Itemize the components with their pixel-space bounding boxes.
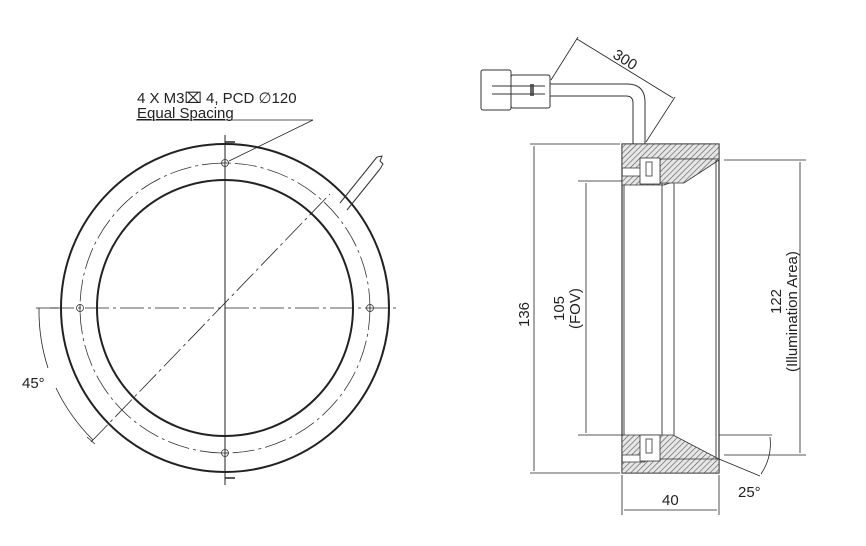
hole-note: 4 X M3⌧ 4, PCD ∅120 [137,90,297,107]
cable [550,83,646,144]
width-dimension [621,475,720,515]
diagonal-centerline [90,193,331,443]
height-dimension [530,143,620,474]
width-label: 40 [662,492,679,509]
angle-label: 45° [22,375,45,392]
fov-value: 105 [551,296,568,321]
front-view: 4 X M3⌧ 4, PCD ∅120 Equal Spacing 45° [22,90,397,485]
bevel-angle-dimension [718,434,772,477]
fov-dimension [578,180,622,436]
cable-length-label: 300 [610,46,640,74]
bevel-angle-label: 25° [738,484,761,501]
connector [480,69,551,111]
cable-stub [339,155,384,211]
top-section [621,143,720,186]
body-outline [621,143,720,474]
fov-label: (FOV) [567,288,584,329]
mounting-holes [76,159,374,457]
height-label: 136 [516,302,533,327]
cable-length-dimension [550,36,676,143]
illum-value: 122 [768,289,785,314]
note-leader [136,119,314,162]
illumination-dimension [724,159,806,456]
angle-dimension [36,307,96,445]
illum-label: (Illumination Area) [784,251,801,372]
bottom-section [621,434,720,474]
side-view: 300 136 [480,36,806,515]
spacing-note: Equal Spacing [137,105,234,122]
